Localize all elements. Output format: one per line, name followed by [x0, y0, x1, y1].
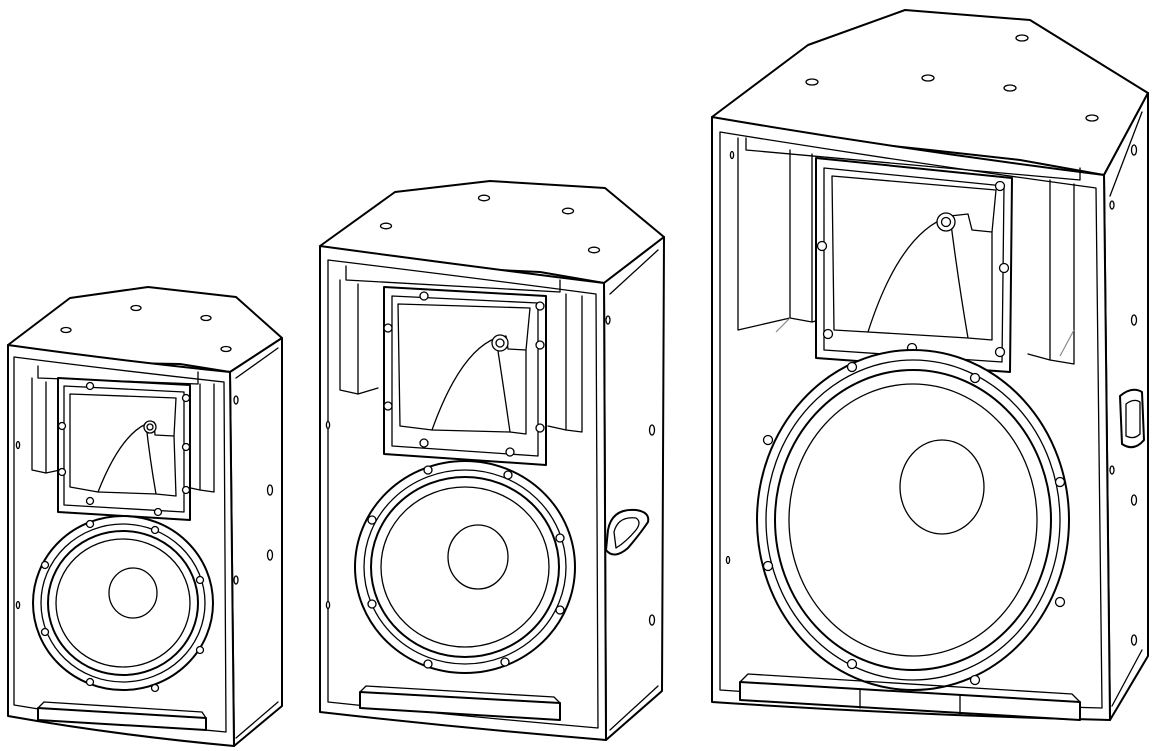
carry-handle-icon	[739, 673, 1081, 721]
carry-handle-icon	[37, 701, 207, 731]
side-handle-icon	[605, 508, 650, 556]
woofer-icon	[756, 349, 1070, 691]
horn-tweeter-icon	[815, 157, 1013, 373]
speaker-medium	[319, 180, 665, 741]
speaker-small	[7, 286, 283, 747]
horn-tweeter-icon	[57, 377, 191, 521]
carry-handle-icon	[359, 685, 561, 721]
speaker-large	[711, 9, 1149, 721]
horn-tweeter-icon	[383, 286, 547, 466]
woofer-icon	[32, 515, 214, 693]
woofer-icon	[354, 460, 576, 674]
side-handle-icon	[1119, 388, 1145, 449]
